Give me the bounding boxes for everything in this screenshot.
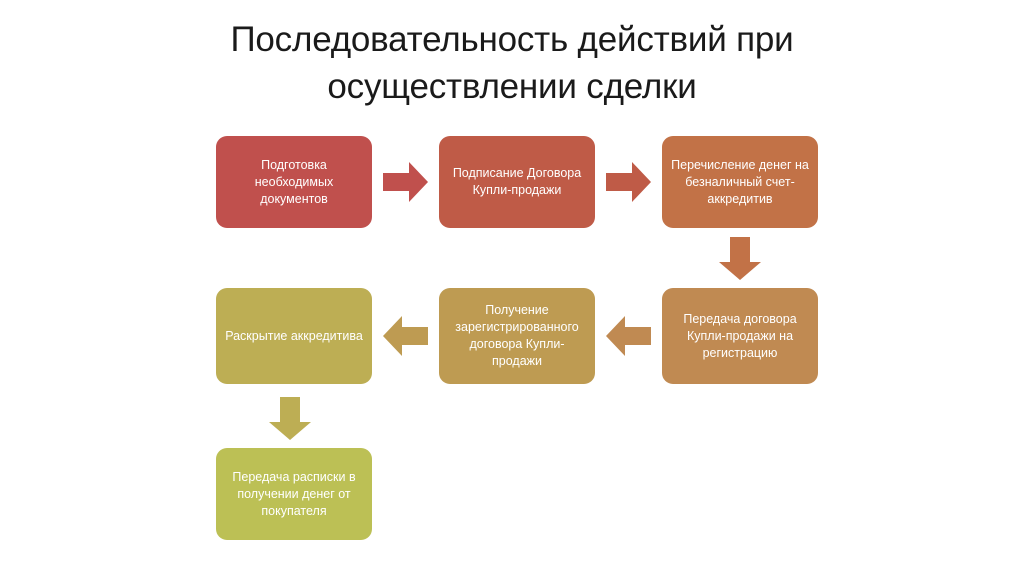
page-title: Последовательность действий при осуществ… (230, 20, 794, 106)
arrow-left-icon-n4-to-n5 (606, 313, 652, 359)
flow-node-4-contract-registration-submission[interactable]: Передача договора Купли-продажи на регис… (662, 288, 818, 384)
flow-node-5-registered-contract-receipt[interactable]: Получение зарегистрированного договора К… (439, 288, 595, 384)
arrow-left-icon-n5-to-n6 (383, 313, 429, 359)
arrow-down-icon-n6-to-n7 (267, 397, 313, 441)
flow-node-1-document-preparation[interactable]: Подготовка необходимых документов (216, 136, 372, 228)
arrow-down-icon-n3-to-n4 (717, 237, 763, 281)
flow-node-2-contract-signing[interactable]: Подписание Договора Купли-продажи (439, 136, 595, 228)
flow-node-6-escrow-release[interactable]: Раскрытие аккредитива (216, 288, 372, 384)
flow-node-7-payment-receipt-handover[interactable]: Передача расписки в получении денег от п… (216, 448, 372, 540)
arrow-right-icon-n1-to-n2 (383, 159, 429, 205)
flow-node-3-money-transfer-escrow[interactable]: Перечисление денег на безналичный счет-а… (662, 136, 818, 228)
arrow-right-icon-n2-to-n3 (606, 159, 652, 205)
